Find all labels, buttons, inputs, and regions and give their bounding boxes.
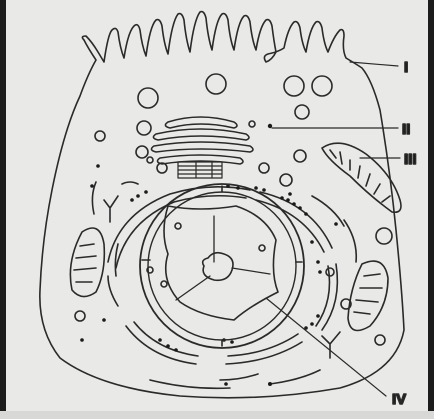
endoplasmic-reticulum: [92, 182, 356, 388]
nucleolus: [203, 253, 233, 281]
vesicle: [295, 105, 309, 119]
centriole: [178, 162, 222, 178]
golgi-apparatus: [147, 117, 255, 164]
nucleus: [140, 184, 304, 348]
vesicle: [136, 146, 148, 158]
vesicle: [294, 150, 306, 162]
cytoskeleton-fiber: [122, 182, 138, 184]
vesicle: [375, 335, 385, 345]
vesicle: [95, 131, 105, 141]
mitochondrion: [322, 143, 401, 212]
vesicle: [137, 121, 151, 135]
vesicle: [206, 74, 226, 94]
label-iii: III: [404, 151, 417, 168]
chromatin: [164, 206, 278, 320]
vesicle: [284, 76, 304, 96]
vesicle: [326, 268, 334, 276]
label-i: I: [404, 59, 408, 76]
vesicle: [75, 311, 85, 321]
label-ii: II: [402, 121, 410, 138]
vesicle: [138, 88, 158, 108]
vesicle: [259, 163, 269, 173]
vesicle: [280, 174, 292, 186]
vesicle: [312, 76, 332, 96]
mitochondrion: [70, 228, 104, 297]
label-iv: IV: [392, 391, 406, 408]
mitochondrion: [348, 261, 388, 330]
vesicle: [376, 228, 392, 244]
cytoskeleton-fiber: [104, 196, 118, 222]
cytoskeleton-fiber: [322, 332, 340, 358]
